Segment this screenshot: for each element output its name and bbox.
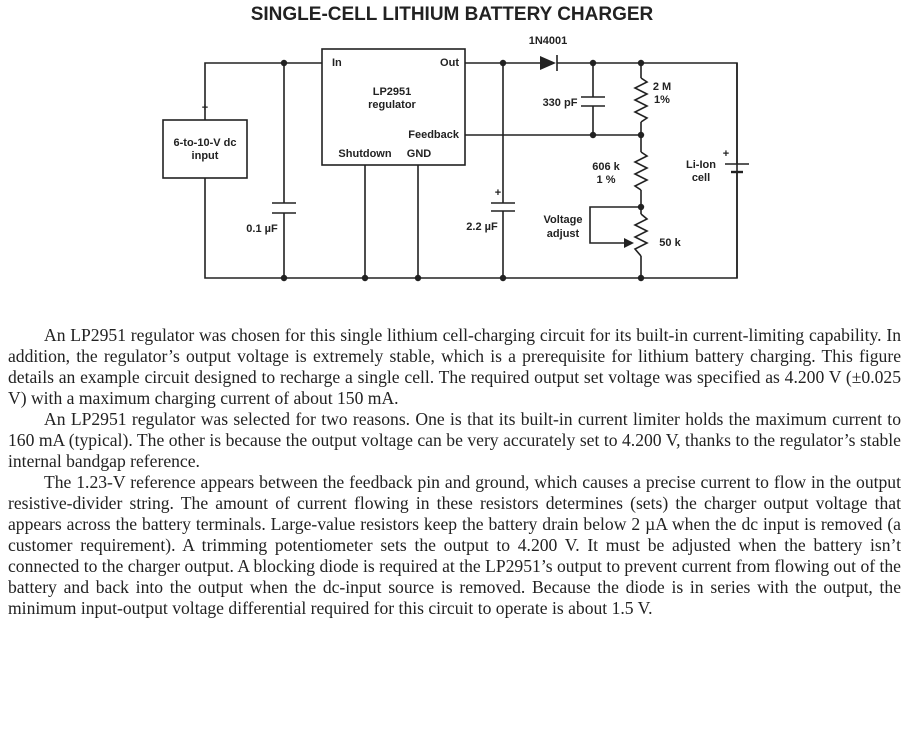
junctions [280, 59, 645, 282]
capacitor-0.1uf: 0.1 µF [246, 202, 296, 235]
svg-text:In: In [332, 57, 342, 69]
svg-text:6-to-10-V dc: 6-to-10-V dc [174, 137, 237, 149]
lp2951-regulator: In Out LP2951 regulator Feedback Shutdow… [321, 48, 466, 166]
circuit-diagram: SINGLE-CELL LITHIUM BATTERY CHARGER 1N40… [162, 4, 749, 282]
paragraph: An LP2951 regulator was chosen for this … [8, 325, 901, 408]
svg-text:0.1 µF: 0.1 µF [246, 223, 278, 235]
svg-text:adjust: adjust [547, 228, 580, 240]
paragraph: The 1.23-V reference appears between the… [8, 472, 901, 618]
capacitor-2.2uf: + 2.2 µF [466, 187, 515, 233]
li-ion-battery: + Li-Ion cell [686, 148, 749, 184]
diode-label: 1N4001 [529, 35, 568, 47]
svg-text:+: + [202, 102, 208, 114]
svg-text:GND: GND [407, 148, 432, 160]
article-body: An LP2951 regulator was chosen for this … [8, 325, 901, 619]
potentiometer-50k: Voltage adjust 50 k [544, 206, 682, 257]
paragraph: An LP2951 regulator was selected for two… [8, 409, 901, 471]
svg-text:330 pF: 330 pF [543, 97, 578, 109]
svg-text:+: + [723, 148, 729, 160]
svg-text:cell: cell [692, 172, 710, 184]
svg-text:regulator: regulator [368, 99, 416, 111]
capacitor-330pf: 330 pF [543, 96, 605, 109]
svg-text:LP2951: LP2951 [373, 86, 412, 98]
svg-text:1%: 1% [654, 94, 670, 106]
svg-text:Out: Out [440, 57, 459, 69]
resistor-606k: 606 k 1 % [592, 151, 649, 191]
figure-title: SINGLE-CELL LITHIUM BATTERY CHARGER [251, 4, 654, 25]
svg-text:2 M: 2 M [653, 81, 671, 93]
diode-1n4001 [540, 55, 558, 71]
svg-text:1 %: 1 % [597, 174, 616, 186]
svg-text:+: + [495, 187, 501, 199]
svg-text:Shutdown: Shutdown [338, 148, 391, 160]
wires [204, 62, 738, 279]
svg-text:2.2 µF: 2.2 µF [466, 221, 498, 233]
svg-text:Feedback: Feedback [408, 129, 460, 141]
svg-text:Voltage: Voltage [544, 214, 583, 226]
input-source: + 6-to-10-V dc input [162, 102, 248, 179]
svg-text:Li-Ion: Li-Ion [686, 159, 716, 171]
svg-text:input: input [192, 150, 219, 162]
resistor-2m: 2 M 1% [633, 77, 671, 123]
svg-text:606 k: 606 k [592, 161, 620, 173]
svg-text:50 k: 50 k [659, 237, 681, 249]
